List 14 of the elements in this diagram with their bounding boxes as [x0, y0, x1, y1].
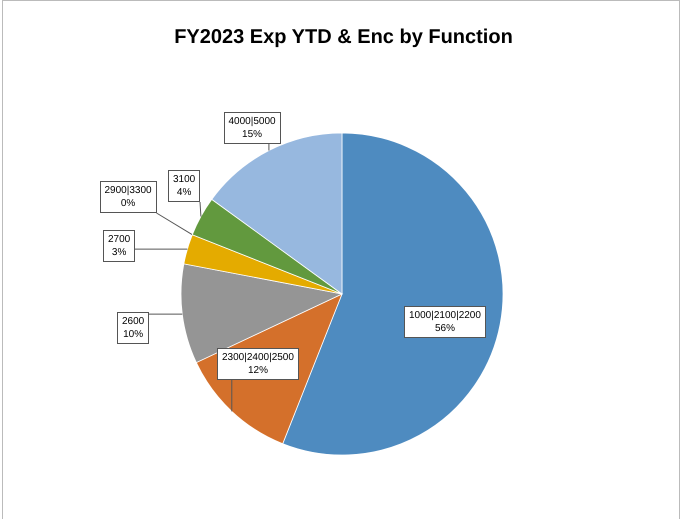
slice-label: 1000|2100|2200	[409, 309, 481, 322]
slice-label: 3100	[173, 173, 196, 186]
slice-label: 4000|5000	[228, 115, 276, 128]
data-label: 2900|3300 0%	[100, 181, 157, 213]
chart-title: FY2023 Exp YTD & Enc by Function	[173, 26, 514, 49]
data-label: 2600 10%	[117, 312, 150, 344]
data-label: 2300|2400|2500 12%	[217, 348, 299, 380]
data-label: 3100 4%	[168, 170, 200, 202]
slice-label: 2700	[108, 233, 130, 246]
slice-label: 2300|2400|2500	[222, 351, 294, 364]
slice-label: 2600	[122, 315, 144, 328]
data-label: 1000|2100|2200 56%	[404, 306, 486, 338]
data-label: 2700 3%	[103, 230, 136, 262]
data-label: 4000|5000 15%	[224, 112, 281, 144]
